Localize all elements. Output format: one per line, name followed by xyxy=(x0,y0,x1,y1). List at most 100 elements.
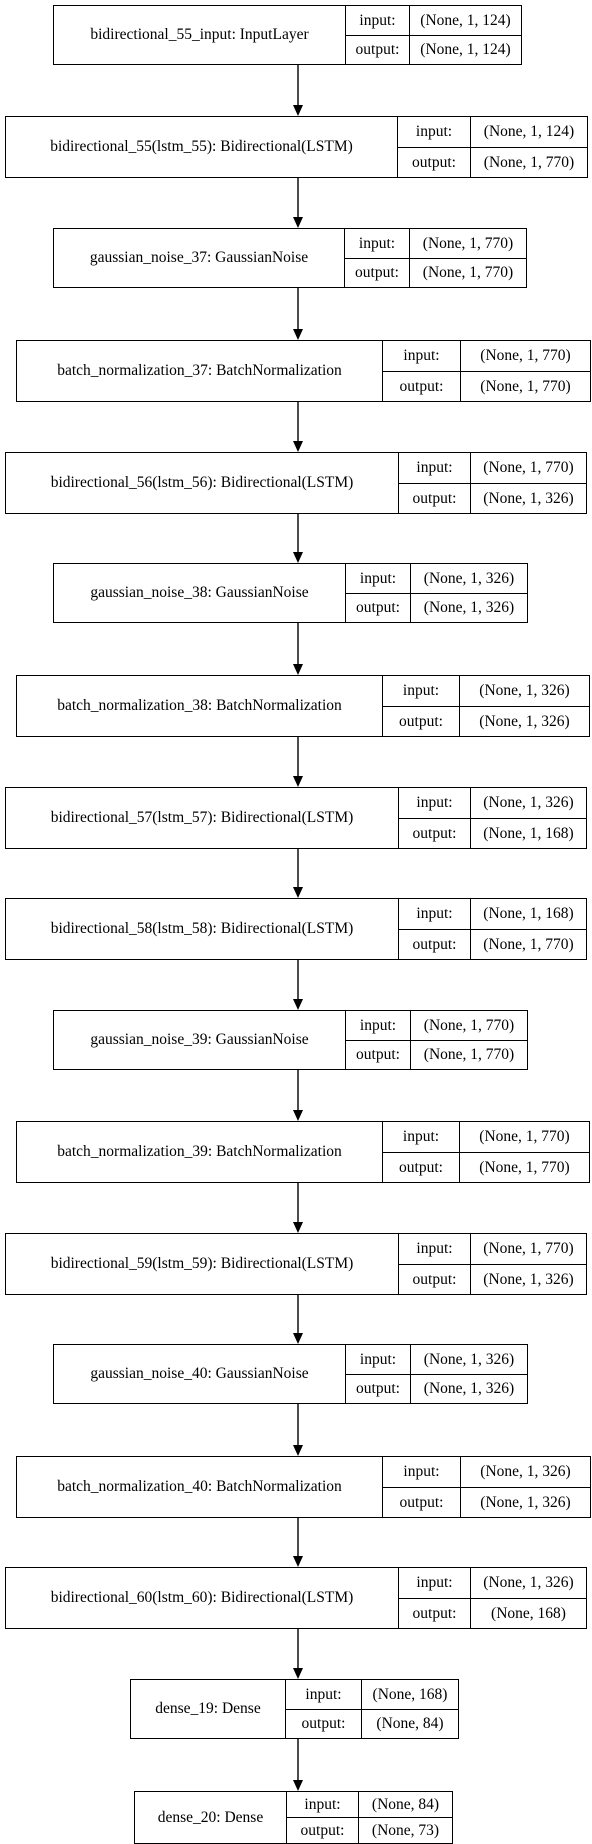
port-label-column: input:output: xyxy=(399,788,471,848)
input-port-label: input: xyxy=(398,117,470,148)
layer-node-bidirectional-59-lstm-59: bidirectional_59(lstm_59): Bidirectional… xyxy=(5,1233,587,1295)
layer-node-batch-normalization-37: batch_normalization_37: BatchNormalizati… xyxy=(16,340,591,402)
output-shape: (None, 1, 770) xyxy=(422,264,514,281)
input-shape: (None, 1, 770) xyxy=(471,453,586,484)
edge-arrow xyxy=(293,514,303,563)
shape-column: (None, 1, 770)(None, 1, 326) xyxy=(471,1234,586,1294)
layer-name: bidirectional_55_input: InputLayer xyxy=(54,6,346,64)
output-shape: (None, 1, 770) xyxy=(483,153,575,171)
shape-column: (None, 1, 770)(None, 1, 326) xyxy=(471,453,586,513)
port-label-column: input: output: xyxy=(286,1680,362,1738)
port-label-column: input: output: xyxy=(399,1234,471,1294)
port-label-column: input:output: xyxy=(383,1122,460,1182)
output-port-label: output: xyxy=(412,489,457,507)
shape-column: (None, 1, 124) (None, 1, 770) xyxy=(471,117,587,177)
layer-name: batch_normalization_37: BatchNormalizati… xyxy=(17,341,383,401)
input-shape: (None, 1, 326) xyxy=(461,1457,590,1488)
layer-node-batch-normalization-39: batch_normalization_39: BatchNormalizati… xyxy=(16,1121,590,1183)
shape-column: (None, 1, 326) (None, 1, 326) xyxy=(460,676,589,736)
input-shape: (None, 1, 770) xyxy=(411,1011,527,1041)
input-shape: (None, 1, 124) xyxy=(471,117,587,148)
output-port-label: output: xyxy=(399,377,444,395)
edge-arrow xyxy=(293,1739,303,1791)
edge-arrow xyxy=(293,1629,303,1679)
layer-name: bidirectional_59(lstm_59): Bidirectional… xyxy=(6,1234,399,1294)
output-port-label: output: xyxy=(412,153,456,171)
output-port-label: output: xyxy=(412,935,457,953)
port-label-column: input: output: xyxy=(346,6,410,64)
output-shape: (None, 1, 326) xyxy=(479,712,570,730)
layer-name: gaussian_noise_37: GaussianNoise xyxy=(54,229,345,287)
output-shape: (None, 1, 326) xyxy=(483,1270,574,1288)
port-label-column: input:output: xyxy=(345,229,410,287)
input-port-label: input: xyxy=(399,788,470,819)
shape-column: (None, 168)(None, 84) xyxy=(362,1680,458,1738)
output-shape: (None, 73) xyxy=(371,1821,440,1839)
output-port-label: output: xyxy=(412,1270,457,1288)
port-label-column: input:output: xyxy=(346,564,411,622)
layer-node-bidirectional-56-lstm-56: bidirectional_56(lstm_56): Bidirectional… xyxy=(5,452,587,514)
port-label-column: input:output: xyxy=(346,1011,411,1069)
layer-name: bidirectional_57(lstm_57): Bidirectional… xyxy=(6,788,399,848)
input-shape: (None, 1, 326) xyxy=(471,788,586,819)
input-shape: (None, 168) xyxy=(362,1680,458,1710)
input-port-label: input: xyxy=(286,1680,361,1710)
shape-column: (None, 1, 326)(None, 1, 326) xyxy=(411,1345,527,1403)
input-shape: (None, 1, 326) xyxy=(411,564,527,594)
output-shape: (None, 1, 326) xyxy=(423,599,515,616)
input-shape: (None, 1, 124) xyxy=(410,6,521,36)
output-port-label: output: xyxy=(399,712,443,730)
port-label-column: input:output: xyxy=(383,341,461,401)
output-port-label: output: xyxy=(356,599,400,616)
input-port-label: input: xyxy=(345,229,409,259)
shape-column: (None, 1, 770)(None, 1, 770) xyxy=(461,341,590,401)
layer-name: bidirectional_58(lstm_58): Bidirectional… xyxy=(6,899,399,959)
layer-name: gaussian_noise_38: GaussianNoise xyxy=(54,564,346,622)
layer-name: batch_normalization_38: BatchNormalizati… xyxy=(17,676,383,736)
shape-column: (None, 1, 326) (None, 1, 326) xyxy=(411,564,527,622)
input-port-label: input: xyxy=(383,1457,460,1488)
layer-node-batch-normalization-38: batch_normalization_38: BatchNormalizati… xyxy=(16,675,590,737)
output-port-label: output: xyxy=(399,1493,444,1511)
layer-name: dense_20: Dense xyxy=(135,1792,287,1843)
layer-node-bidirectional-60-lstm-60: bidirectional_60(lstm_60): Bidirectional… xyxy=(5,1567,587,1629)
input-port-label: input: xyxy=(399,453,470,484)
layer-name: bidirectional_60(lstm_60): Bidirectional… xyxy=(6,1568,399,1628)
layer-name: gaussian_noise_40: GaussianNoise xyxy=(54,1345,346,1403)
edge-arrow xyxy=(293,960,303,1010)
edge-arrow xyxy=(293,1070,303,1121)
edge-arrow xyxy=(293,402,303,452)
input-port-label: input: xyxy=(346,6,409,36)
input-shape: (None, 1, 326) xyxy=(471,1568,586,1599)
port-label-column: input: output: xyxy=(399,453,471,513)
output-port-label: output: xyxy=(355,41,400,58)
output-shape: (None, 1, 168) xyxy=(483,824,574,842)
output-shape: (None, 1, 326) xyxy=(480,1493,571,1511)
edge-arrow xyxy=(293,1295,303,1344)
port-label-column: input:output: xyxy=(399,899,471,959)
layer-name: batch_normalization_40: BatchNormalizati… xyxy=(17,1457,383,1517)
edge-arrow xyxy=(293,65,303,116)
input-port-label: input: xyxy=(399,1234,470,1265)
layer-node-bidirectional-58-lstm-58: bidirectional_58(lstm_58): Bidirectional… xyxy=(5,898,587,960)
output-shape: (None, 1, 770) xyxy=(423,1046,515,1063)
edge-arrow xyxy=(293,849,303,898)
input-shape: (None, 1, 326) xyxy=(460,676,589,707)
input-port-label: input: xyxy=(287,1792,358,1818)
shape-column: (None, 84)(None, 73) xyxy=(359,1792,452,1843)
input-port-label: input: xyxy=(383,1122,459,1153)
output-port-label: output: xyxy=(356,1380,400,1397)
input-port-label: input: xyxy=(383,676,459,707)
output-shape: (None, 1, 326) xyxy=(423,1380,515,1397)
output-shape: (None, 1, 124) xyxy=(420,41,511,58)
shape-column: (None, 1, 770)(None, 1, 770) xyxy=(410,229,526,287)
output-port-label: output: xyxy=(301,1715,346,1732)
port-label-column: input: output: xyxy=(398,117,471,177)
